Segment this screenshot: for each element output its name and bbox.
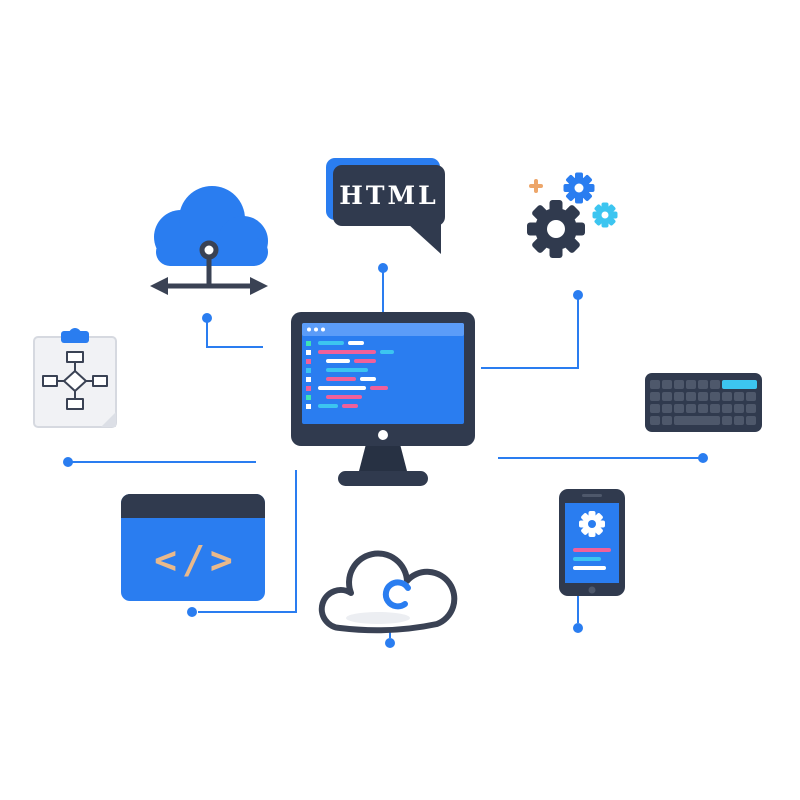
arrow-left	[150, 277, 168, 295]
monitor-camera-dot	[378, 430, 388, 440]
flowchart	[42, 351, 108, 410]
connector-code-window	[198, 470, 297, 613]
html-speech-bubble-icon: HTML	[326, 158, 445, 254]
monitor-stand-neck	[359, 444, 407, 471]
code-window-header	[121, 494, 265, 518]
network-arrows	[163, 253, 255, 289]
connector-cloud-network	[206, 318, 263, 348]
connector-gears	[481, 295, 579, 369]
window-control-dots	[307, 327, 325, 332]
editor-titlebar	[302, 323, 464, 336]
phone-home-button	[588, 586, 596, 594]
cloud-swirl	[382, 579, 411, 610]
keyboard-keys	[650, 380, 756, 425]
html-label: HTML	[339, 181, 438, 210]
cloud-network-icon	[150, 186, 268, 295]
bubble-front	[333, 165, 445, 254]
clipboard-clip-bar	[61, 331, 89, 343]
network-node	[199, 240, 219, 260]
connector-lines	[68, 268, 703, 638]
keyboard-key-accent	[722, 380, 757, 389]
connector-dots	[63, 263, 708, 648]
phone-text-lines	[573, 548, 611, 570]
monitor-stand-base	[338, 471, 428, 486]
clipboard-flowchart-icon	[33, 328, 117, 428]
code-window-body	[121, 494, 265, 601]
phone-gear-icon	[579, 511, 605, 537]
gear-small-cyan	[592, 202, 618, 228]
editor-code-lines	[318, 341, 394, 408]
smartphone-settings-icon	[559, 489, 625, 596]
code-tag-label: </>	[154, 538, 238, 582]
arrow-right	[250, 277, 268, 295]
code-window-icon: </>	[121, 494, 265, 601]
gears-icon	[527, 172, 618, 258]
phone-speaker	[582, 494, 602, 497]
editor-gutter-marks	[306, 341, 311, 409]
monitor-with-code-icon	[291, 312, 475, 486]
gear-large-dark	[527, 200, 585, 258]
monitor-screen	[302, 323, 464, 424]
gear-small-blue	[563, 172, 595, 204]
cloud-outline-icon	[318, 550, 458, 634]
keyboard-icon	[645, 373, 762, 432]
plus-sparkle-icon	[529, 179, 543, 193]
cloud-inner-shadow	[346, 612, 410, 624]
clipboard-fold	[101, 412, 116, 427]
